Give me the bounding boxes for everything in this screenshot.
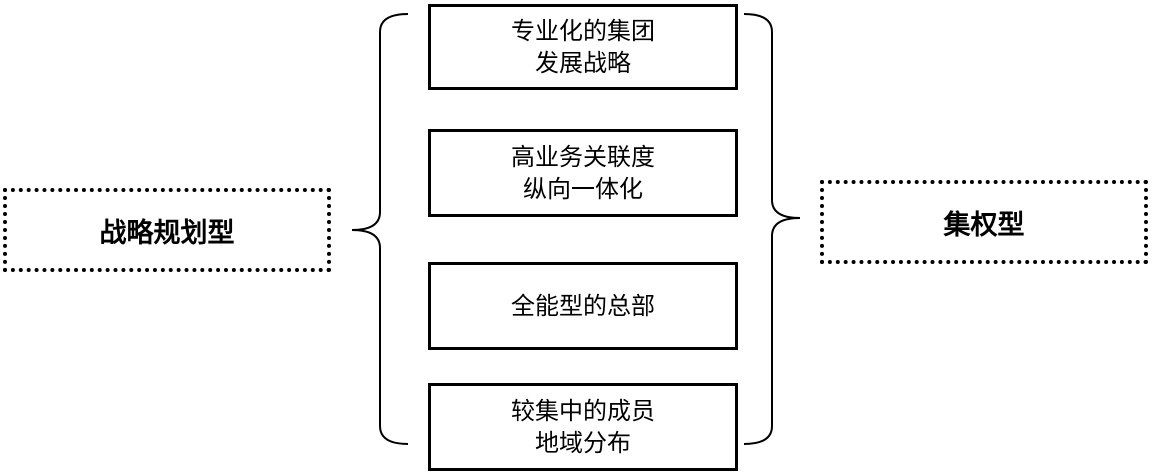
right-category-label: 集权型 [943,209,1025,241]
item-line: 地域分布 [535,429,631,457]
item-line: 全能型的总部 [511,292,655,320]
right-brace [743,13,801,445]
item-line: 高业务关联度 [511,143,655,171]
left-category-box: 战略规划型 [3,188,331,272]
left-brace [351,13,409,445]
item-box-2: 高业务关联度 纵向一体化 [428,129,738,217]
item-line: 专业化的集团 [511,17,655,45]
item-box-1: 专业化的集团 发展战略 [428,4,738,90]
item-line: 发展战略 [535,49,631,77]
left-category-label: 战略规划型 [99,217,235,249]
item-box-4: 较集中的成员 地域分布 [428,383,738,471]
item-line: 纵向一体化 [523,175,643,203]
right-category-box: 集权型 [820,180,1148,264]
item-line: 较集中的成员 [511,397,655,425]
item-box-3: 全能型的总部 [428,262,738,350]
